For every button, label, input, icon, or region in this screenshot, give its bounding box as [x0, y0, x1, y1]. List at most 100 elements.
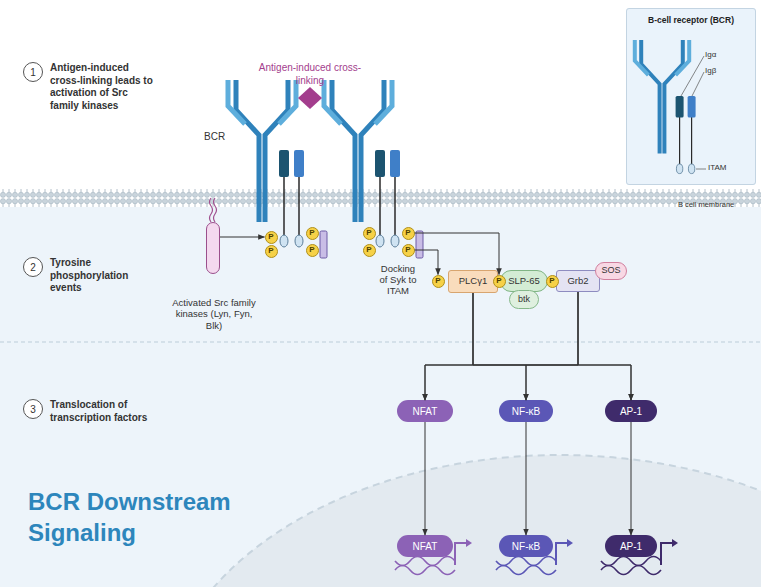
dna-strand	[496, 566, 556, 575]
node-label: SOS	[601, 266, 620, 276]
node-label: P	[309, 246, 314, 255]
transcription-factor: NF-κB	[499, 535, 553, 557]
inset-background	[626, 8, 756, 185]
step-number: 1	[23, 62, 43, 82]
step-description: Tyrosine phosphorylation events	[50, 257, 140, 295]
section-divider	[0, 342, 761, 343]
phospho-circle: P	[402, 227, 415, 240]
dna-strand	[601, 566, 661, 575]
node-label: PLCγ1	[459, 276, 488, 286]
phospho-circle: P	[265, 245, 278, 258]
transcription-arrowhead	[672, 539, 678, 547]
node-label: 1	[30, 67, 36, 78]
transcription-arrow	[455, 543, 466, 565]
node-label: P	[496, 277, 501, 286]
transcription-factor: NF-κB	[499, 400, 553, 422]
src-kinase: Activated Src family kinases (Lyn, Fyn, …	[206, 222, 220, 274]
diagram-title: BCR Downstream Signaling	[28, 486, 268, 548]
dna-strand	[601, 557, 661, 566]
signal-arrow	[425, 293, 473, 400]
leader-line	[696, 169, 706, 170]
node-label: P	[309, 229, 314, 238]
dna-strand	[395, 557, 455, 566]
step-number: 2	[23, 257, 43, 277]
signal-arrow	[631, 422, 632, 535]
signal-arrow	[473, 293, 631, 400]
transcription-arrowhead	[567, 539, 573, 547]
dna-strand	[395, 566, 455, 575]
annotation-label: BCR	[204, 131, 234, 144]
phospho-circle: P	[363, 227, 376, 240]
phospho-circle: P	[546, 275, 559, 288]
signal-arrow	[526, 292, 578, 400]
dna-strand	[496, 557, 556, 566]
node-label: Activated Src family kinases (Lyn, Fyn, …	[171, 297, 257, 331]
signal-arrow	[526, 422, 527, 535]
transcription-factor: AP-1	[605, 400, 657, 422]
protein-box: PLCγ1	[448, 270, 498, 293]
step-number: 3	[23, 399, 43, 419]
transcription-arrow	[661, 543, 672, 565]
signal-arrow	[425, 422, 426, 535]
antigen	[298, 87, 322, 109]
node-label: NF-κB	[512, 406, 540, 417]
node-label: AP-1	[620, 541, 642, 552]
phospho-circle: P	[432, 275, 445, 288]
transcription-arrow	[556, 543, 567, 565]
protein-box: Grb2	[556, 270, 600, 292]
bcr-receptor	[228, 80, 304, 247]
node-label: P	[435, 277, 440, 286]
node-label: NF-κB	[512, 541, 540, 552]
protein-box: btk	[509, 290, 539, 309]
node-label: P	[366, 229, 371, 238]
annotation-label: ITAM	[708, 163, 748, 173]
phospho-circle: P	[306, 244, 319, 257]
signal-arrow	[473, 293, 526, 400]
transcription-factor: NFAT	[397, 400, 453, 422]
leader-line	[692, 72, 704, 96]
node-label: btk	[518, 295, 530, 305]
node-label: NFAT	[413, 406, 438, 417]
nucleus	[160, 455, 761, 587]
bcr-receptor-inset	[635, 40, 696, 174]
node-label: P	[549, 277, 554, 286]
annotation-label: B cell membrane	[678, 200, 758, 209]
node-label: P	[405, 229, 410, 238]
phospho-circle: P	[402, 244, 415, 257]
syk-kinase	[320, 231, 327, 258]
annotation-label: Docking of Syk to ITAM	[376, 264, 420, 297]
syk-kinase	[416, 231, 423, 258]
signal-arrow	[220, 237, 265, 238]
transcription-factor: NFAT	[397, 535, 453, 557]
lipid-anchor	[210, 198, 213, 222]
node-label: SLP-65	[508, 276, 540, 286]
node-label: B-cell receptor (BCR)	[648, 16, 734, 25]
transcription-arrowhead	[466, 539, 472, 547]
node-label: 3	[30, 404, 36, 415]
step-description: Translocation of transcription factors	[50, 399, 162, 424]
node-label: P	[405, 246, 410, 255]
step-description: Antigen-induced cross-linking leads to a…	[50, 62, 154, 112]
node-label: P	[268, 233, 273, 242]
phospho-circle: P	[363, 244, 376, 257]
node-label: NFAT	[413, 541, 438, 552]
transcription-factor: AP-1	[605, 535, 657, 557]
signal-arrow	[578, 292, 631, 400]
annotation-label: Igα	[705, 50, 735, 60]
signal-arrow	[415, 250, 439, 275]
annotation-label: Antigen-induced cross-linking	[258, 62, 362, 87]
phospho-circle: P	[265, 231, 278, 244]
node-label: Grb2	[567, 276, 588, 286]
bcr-receptor	[324, 80, 400, 247]
node-label: P	[366, 246, 371, 255]
annotation-label: Igβ	[705, 66, 735, 76]
phospho-circle: P	[306, 227, 319, 240]
signal-arrow	[415, 233, 500, 275]
phospho-circle: P	[493, 275, 506, 288]
protein-box: SOS	[595, 262, 627, 280]
protein-box: SLP-65	[500, 270, 548, 292]
lipid-anchor	[214, 198, 217, 222]
node-label: P	[268, 247, 273, 256]
node-label: 2	[30, 262, 36, 273]
